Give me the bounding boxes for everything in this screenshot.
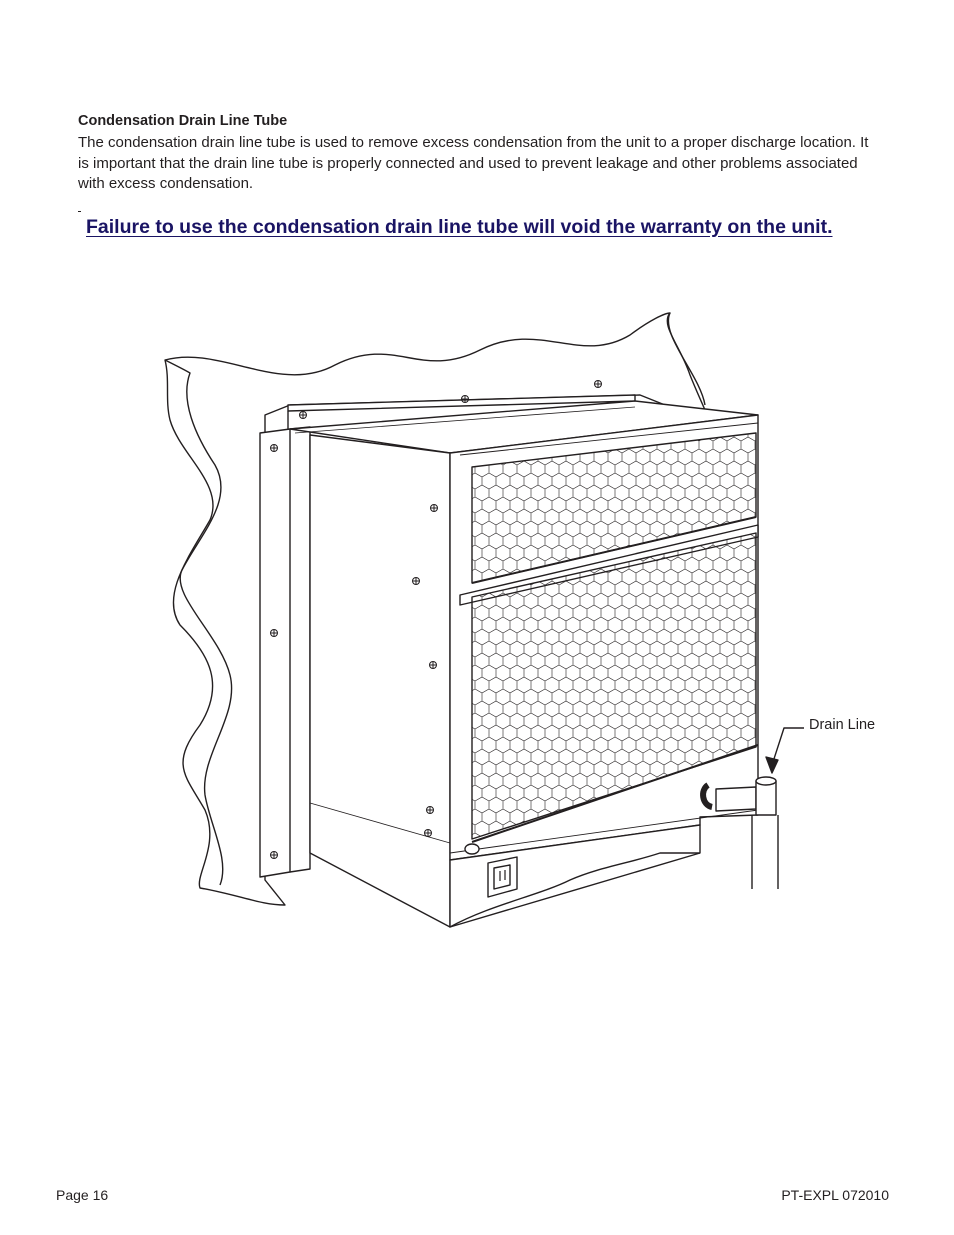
drain-line-arrow-icon <box>765 727 804 774</box>
power-outlet-icon <box>487 856 518 898</box>
lower-grille <box>471 532 757 840</box>
section-heading: Condensation Drain Line Tube <box>78 113 288 129</box>
page-number: Page 16 <box>56 1187 109 1203</box>
mounting-flange <box>259 428 291 878</box>
warranty-warning: Failure to use the condensation drain li… <box>86 216 833 238</box>
screws <box>270 380 602 859</box>
section-body-text: The condensation drain line tube is used… <box>78 134 869 192</box>
dash-mark <box>78 211 81 212</box>
drain-pipe-icon <box>700 776 779 889</box>
unit-side <box>309 434 451 928</box>
wall-unit-figure <box>160 305 820 935</box>
wall-unit-illustration <box>164 312 804 928</box>
drain-line-callout: Drain Line <box>809 717 876 733</box>
document-code: PT-EXPL 072010 <box>781 1187 889 1203</box>
